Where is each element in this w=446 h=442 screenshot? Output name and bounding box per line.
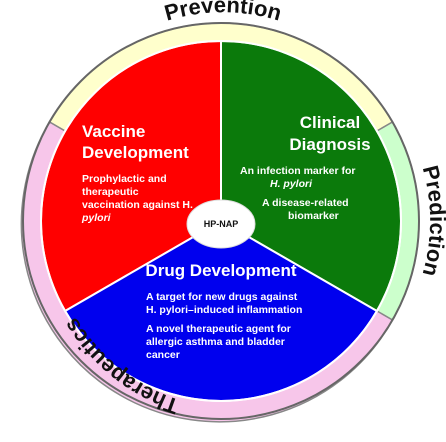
vaccine-body-line3: vaccination against H. — [82, 199, 193, 211]
diagnosis-body1-line2: H. pylori — [270, 178, 313, 190]
drug-body2-line1: A novel therapeutic agent for — [146, 323, 291, 335]
vaccine-body-line1: Prophylactic and — [82, 173, 167, 185]
vaccine-title-line1: Vaccine — [82, 122, 145, 141]
diagnosis-title-line1: Clinical — [300, 113, 360, 132]
drug-body2-line2: allergic asthma and bladder — [146, 336, 285, 348]
diagnosis-title-line2: Diagnosis — [289, 135, 370, 154]
vaccine-body-line4: pylori — [81, 212, 112, 224]
drug-body1-line1: A target for new drugs against — [146, 291, 298, 303]
outer-ring-border — [22, 22, 420, 420]
prevention-label: Prevention — [162, 0, 285, 26]
inner-circle-border — [40, 40, 402, 402]
vaccine-body-line2: therapeutic — [82, 186, 139, 198]
drug-title: Drug Development — [145, 261, 296, 280]
drug-body1-line2: H. pylori–induced inflammation — [146, 304, 302, 316]
diagnosis-body2-line1: A disease-related — [262, 197, 349, 209]
drug-body2-line3: cancer — [146, 349, 180, 361]
center-node — [186, 199, 256, 249]
diagnosis-body1-line1: An infection marker for — [240, 165, 356, 177]
prediction-label: Prediction — [418, 163, 446, 279]
diagnosis-body2-line2: biomarker — [288, 210, 339, 222]
vaccine-title-line2: Development — [82, 143, 189, 162]
center-label: HP-NAP — [204, 219, 239, 229]
